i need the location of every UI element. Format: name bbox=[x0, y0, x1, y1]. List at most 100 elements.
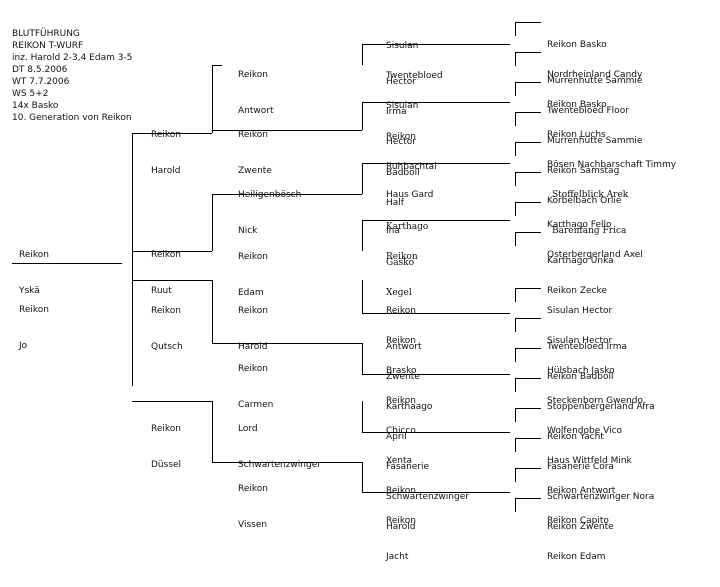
connector-line bbox=[362, 492, 510, 493]
name-line: Reikon Edam bbox=[547, 552, 606, 562]
connector-line bbox=[362, 343, 363, 374]
name-line: Reikon bbox=[238, 484, 268, 494]
name-line: Hector bbox=[386, 77, 416, 87]
connector-line bbox=[515, 22, 541, 23]
connector-line bbox=[515, 112, 516, 126]
grandparent-ds: Reikon Qutsch bbox=[151, 281, 183, 377]
name-line: Harold bbox=[238, 342, 268, 352]
grandparent-sd: Reikon Ruut bbox=[151, 225, 181, 321]
ancestor-gen3: Reikon Antwort bbox=[238, 45, 274, 141]
name-line: Sisulan Hector bbox=[547, 306, 613, 316]
ancestor-gen5: Sisulan Hector Twentebloed Irma bbox=[547, 281, 627, 377]
ancestor-gen4: Reikon Xegel bbox=[386, 227, 418, 323]
ancestor-gen5: Hülsbach Jasko Stoppenbergerland Afra bbox=[547, 341, 655, 437]
name-line: Ruhbachtal bbox=[386, 162, 437, 172]
ancestor-gen3: Reikon Harold bbox=[238, 281, 268, 377]
connector-line bbox=[212, 65, 222, 66]
name-line: Qutsch bbox=[151, 342, 183, 352]
name-line: Reikon bbox=[238, 364, 268, 374]
name-line: Stoppenbergerland Afra bbox=[547, 402, 655, 412]
name-line: Reikon bbox=[151, 306, 181, 316]
info-line: inz. Harold 2-3,4 Edam 3-5 bbox=[12, 53, 133, 63]
name-line: Reikon Luchs bbox=[547, 130, 606, 140]
name-line: Schwartenzwinger bbox=[238, 460, 321, 470]
connector-line bbox=[132, 251, 212, 252]
name-line: Fasanerie bbox=[386, 462, 430, 472]
info-line: WT 7.7.2006 bbox=[12, 77, 70, 87]
ancestor-gen5: Haus Wittfeld Mink Schwartenzwinger Nora bbox=[547, 431, 654, 527]
connector-line bbox=[515, 142, 516, 156]
connector-line bbox=[515, 172, 516, 186]
connector-line bbox=[515, 378, 541, 379]
name-line: Reikon bbox=[151, 250, 181, 260]
name-line: Carmen bbox=[238, 400, 274, 410]
connector-line bbox=[362, 374, 510, 375]
ancestor-gen5: Wolfendobe Vico Fasanerie Cora bbox=[547, 401, 622, 497]
ancestor-gen4: Haus Gard Ina bbox=[386, 165, 433, 261]
ancestor-gen4: Karthago Gasko bbox=[386, 197, 428, 293]
ancestor-gen5: Osterbergerland Axel Reikon Zecke bbox=[547, 225, 643, 321]
connector-line bbox=[515, 348, 516, 362]
name-line: Reikon bbox=[238, 252, 268, 262]
connector-line bbox=[515, 378, 516, 392]
name-line: Osterbergerland Axel bbox=[547, 250, 643, 260]
ancestor-gen4: Ruhbachtal Half bbox=[386, 137, 437, 233]
connector-line bbox=[515, 232, 541, 233]
name-line: Reikon Badboll bbox=[547, 372, 614, 382]
name-line: Karthago Fello bbox=[547, 220, 612, 230]
connector-line bbox=[362, 401, 363, 432]
info-line: 14x Basko bbox=[12, 101, 59, 111]
name-line: Lord bbox=[238, 424, 258, 434]
connector-line bbox=[362, 44, 510, 45]
ancestor-gen4: Reikon Antwort bbox=[386, 281, 422, 377]
name-line: Bösen Nachbarschaft Timmy bbox=[547, 160, 677, 170]
name-line: Jacht bbox=[386, 552, 409, 562]
name-line: Twentebloed bbox=[386, 71, 443, 81]
connector-line bbox=[515, 82, 541, 83]
connector-line bbox=[515, 438, 541, 439]
name-line: Hülsbach Jasko bbox=[547, 366, 615, 376]
name-line: Antwort bbox=[238, 106, 274, 116]
connector-line bbox=[212, 194, 362, 195]
ancestor-gen5: Reikon Capito Reikon Edam bbox=[547, 491, 609, 587]
ancestor-gen5: Reikon Basko Murrenhütte Sammie bbox=[547, 75, 642, 171]
ancestor-gen4: Sisulan Hector bbox=[386, 76, 418, 172]
ancestor-gen3: Reikon Vissen bbox=[238, 459, 268, 555]
name-line: Reikon bbox=[386, 132, 416, 142]
name-line: Hector bbox=[386, 137, 416, 147]
name-line: Reikon bbox=[151, 130, 181, 140]
grandparent-ss: Reikon Harold bbox=[151, 105, 181, 201]
connector-line bbox=[515, 468, 516, 482]
connector-line bbox=[515, 288, 541, 289]
connector-line bbox=[515, 52, 516, 66]
connector-line bbox=[212, 343, 362, 344]
name-line: Ina bbox=[386, 226, 400, 236]
connector-line bbox=[515, 232, 516, 246]
connector-line bbox=[515, 498, 541, 499]
name-line: Chicco bbox=[386, 426, 416, 436]
connector-line bbox=[515, 348, 541, 349]
info-line: 10. Generation von Reikon bbox=[12, 113, 132, 123]
connector-line bbox=[515, 288, 516, 302]
ancestor-gen5: Reikon Basko Murrenhütte Sammie bbox=[547, 15, 642, 111]
connector-line bbox=[515, 438, 516, 452]
connector-line bbox=[515, 498, 516, 512]
ancestor-gen5: Bösen Nachbarschaft Timmy Körbelbach Orl… bbox=[547, 135, 676, 231]
name-line: Harold bbox=[151, 166, 181, 176]
connector-line bbox=[362, 462, 363, 492]
connector-line bbox=[515, 318, 516, 332]
connector-line bbox=[132, 133, 133, 386]
name-line: Nordrheinland Candy bbox=[547, 70, 643, 80]
name-line: Ruut bbox=[151, 286, 172, 296]
name-line: Heiligenbösch bbox=[238, 190, 302, 200]
connector-line bbox=[362, 44, 363, 65]
info-line: BLUTFÜHRUNG bbox=[12, 29, 80, 39]
ancestor-gen5: Nordrheinland Candy Twentebloed Floor bbox=[547, 45, 642, 141]
name-line: Vissen bbox=[238, 520, 268, 530]
litter-info: BLUTFÜHRUNG REIKON T-WURF inz. Harold 2-… bbox=[12, 28, 132, 124]
connector-line bbox=[212, 280, 213, 343]
connector-line bbox=[515, 52, 541, 53]
name-line: Nick bbox=[238, 226, 258, 236]
connector-line bbox=[132, 401, 212, 402]
connector-line bbox=[515, 142, 541, 143]
